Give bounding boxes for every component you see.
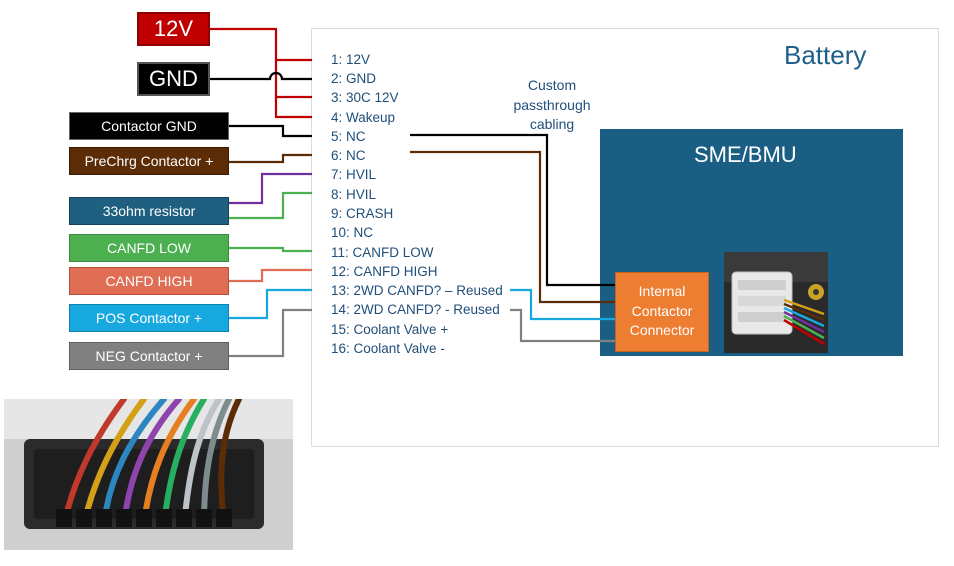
connector-line-2: Contactor [631,302,693,319]
pin-4: 4: Wakeup [331,110,396,125]
pin-3: 3: 30C 12V [331,90,399,105]
wire-12v [210,27,312,62]
pin-12: 12: CANFD HIGH [331,264,438,279]
internal-contactor-connector: Internal Contactor Connector [615,272,709,352]
note-line-2: passthrough [513,96,591,113]
pin-6: 6: NC [331,148,366,163]
passthrough-pin13 [510,288,615,321]
sme-bmu-title: SME/BMU [694,142,797,167]
label-gnd: GND [137,62,210,96]
pin-1: 1: 12V [331,52,371,67]
wire-hvil-8 [229,191,312,220]
wire-12v-pin4 [274,97,312,119]
pin-11: 11: CANFD LOW [331,245,434,260]
connector-line-3: Connector [629,322,695,338]
wire-pos [229,288,312,320]
passthrough-pin14 [510,308,615,343]
passthrough-pin6 [410,150,615,304]
wire-gnd [210,71,312,81]
pin-7: 7: HVIL [331,167,377,182]
label-neg-contactor: NEG Contactor + [69,342,229,370]
pin-13: 13: 2WD CANFD? – Reused [331,283,503,298]
label-canfd-low: CANFD LOW [69,234,229,262]
wire-canfd-low [229,246,312,253]
wire-canfd-high [229,268,312,283]
wire-prechrg [229,153,312,164]
wire-neg [229,308,312,358]
wire-contactor-gnd [229,124,312,138]
label-12v: 12V [137,12,210,46]
pin-16: 16: Coolant Valve - [331,341,445,356]
pin-15: 15: Coolant Valve + [331,322,449,337]
connector-photo [724,252,828,353]
harness-photo [4,399,293,550]
label-33ohm-resistor: 33ohm resistor [69,197,229,225]
pin-8: 8: HVIL [331,187,377,202]
pin-9: 9: CRASH [331,206,394,221]
pin-14: 14: 2WD CANFD? - Reused [331,302,500,317]
label-pos-contactor: POS Contactor + [69,304,229,332]
label-contactor-gnd: Contactor GND [69,112,229,140]
wire-hvil-7 [229,172,312,205]
battery-title: Battery [784,40,867,70]
label-canfd-high: CANFD HIGH [69,267,229,295]
passthrough-note: Custom passthrough cabling [506,76,598,135]
connector-line-1: Internal [638,283,686,299]
pin-2: 2: GND [331,71,377,86]
label-prechrg-contactor: PreChrg Contactor + [69,147,229,175]
passthrough-pin5 [410,133,615,287]
note-line-3: cabling [529,116,575,132]
pin-5: 5: NC [331,129,366,144]
note-line-1: Custom [527,77,577,93]
pin-10: 10: NC [331,225,374,240]
